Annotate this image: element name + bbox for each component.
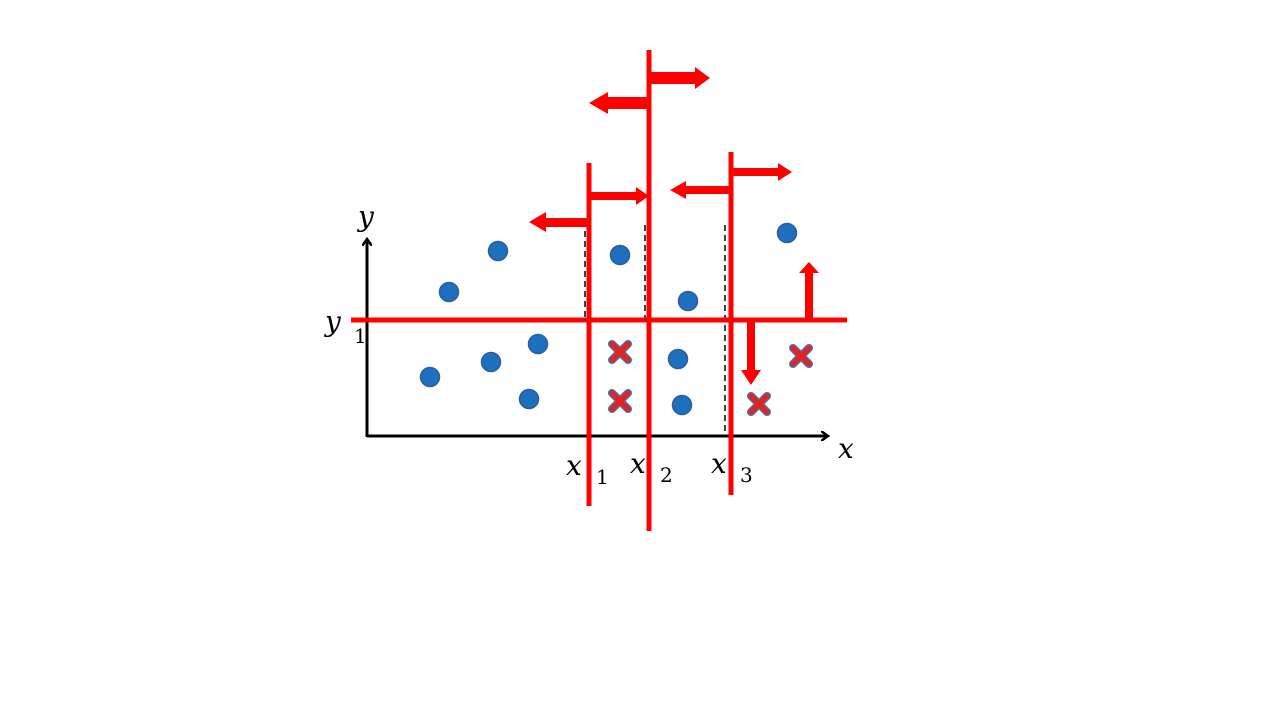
- arrow-up-icon: [799, 262, 819, 320]
- circle-point-icon: [609, 244, 631, 266]
- axes: y x: [356, 200, 854, 465]
- x1-label: x 1: [566, 449, 609, 489]
- arrow-left-icon: [670, 181, 731, 199]
- arrow-down-icon: [741, 320, 761, 385]
- threshold-labels: y 1 x 1 x 2 x 3: [323, 305, 753, 489]
- x-axis-label: x: [838, 432, 854, 465]
- y1-label-sub: 1: [354, 324, 367, 348]
- circle-point-icon: [487, 240, 509, 262]
- y1-label: y 1: [323, 305, 367, 348]
- circle-point-icon: [419, 366, 441, 388]
- arrow-right-icon: [589, 187, 649, 205]
- y-axis-label: y: [356, 200, 375, 233]
- x2-label: x 2: [630, 447, 673, 487]
- circle-point-icon: [438, 281, 460, 303]
- arrow-left-icon: [589, 92, 649, 114]
- x1-label-main: x: [566, 449, 582, 482]
- dashed-guides: [367, 221, 845, 436]
- arrow-right-icon: [731, 163, 792, 181]
- x1-label-sub: 1: [596, 465, 609, 489]
- split-arrows: [529, 67, 819, 385]
- circle-point-icon: [677, 290, 699, 312]
- cross-point-icon: [608, 389, 632, 413]
- x3-label-main: x: [711, 447, 727, 480]
- y1-label-main: y: [323, 305, 342, 338]
- circle-point-icon: [480, 351, 502, 373]
- circle-point-icon: [671, 394, 693, 416]
- circle-point-icon: [527, 333, 549, 355]
- cross-point-icon: [789, 344, 813, 368]
- split-lines: [351, 50, 847, 531]
- x3-label-sub: 3: [740, 463, 753, 487]
- circle-point-icon: [518, 388, 540, 410]
- arrow-left-icon: [529, 212, 589, 232]
- cross-point-icon: [608, 340, 632, 364]
- cross-points: [608, 340, 813, 416]
- circle-points: [419, 222, 798, 416]
- circle-point-icon: [776, 222, 798, 244]
- x2-label-main: x: [630, 447, 646, 480]
- cross-point-icon: [747, 392, 771, 416]
- x3-label: x 3: [711, 447, 753, 487]
- arrow-right-icon: [649, 67, 710, 89]
- circle-point-icon: [667, 348, 689, 370]
- x2-label-sub: 2: [660, 463, 673, 487]
